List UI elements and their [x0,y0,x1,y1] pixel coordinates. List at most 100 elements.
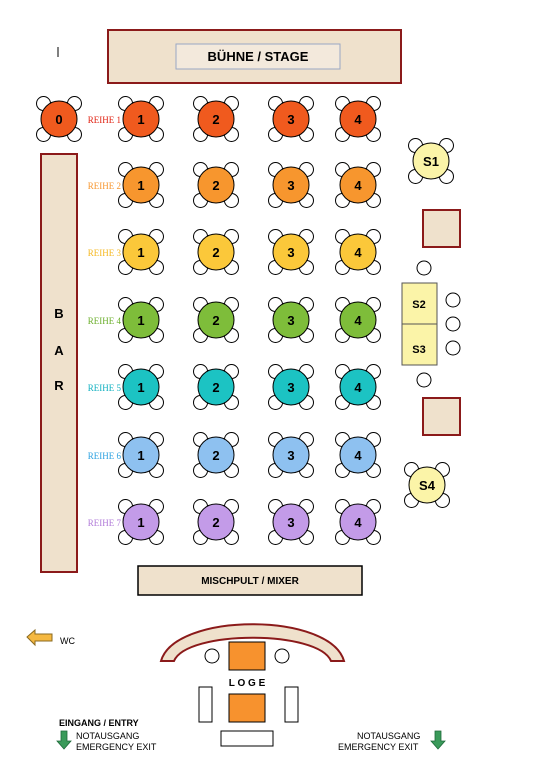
table-number: 3 [287,112,294,127]
table-row2-4: 4 [335,162,381,208]
table-number: 2 [212,313,219,328]
table-number: 3 [287,380,294,395]
mixer-label: MISCHPULT / MIXER [201,576,299,587]
table-row6-3: 3 [268,432,314,478]
table-number: 0 [55,112,62,127]
table-row3-4: 4 [335,229,381,275]
row-label-5: REIHE 5 [88,383,122,393]
table-top [272,166,310,204]
chair [445,316,461,332]
exit-label-line1: NOTAUSGANG [357,731,420,741]
table-row2-1: 1 [118,162,164,208]
side-box-upper [422,209,461,248]
chair [445,292,461,308]
emergency-exit-sign: NOTAUSGANG EMERGENCY EXIT [338,730,446,752]
table-row6-2: 2 [193,432,239,478]
exit-label-line2: EMERGENCY EXIT [338,742,419,752]
side-table-label-s3: S3 [412,344,425,356]
side-table-s4: S4 [404,462,450,508]
table-row5-1: 1 [118,364,164,410]
table-row4-2: 2 [193,297,239,343]
row-label-1: REIHE 1 [88,115,121,125]
table-row7-2: 2 [193,499,239,545]
table-row4-1: 1 [118,297,164,343]
loge-box-lower [228,693,266,723]
loge-label: L O G E [229,678,266,689]
table-number: 1 [137,380,144,395]
side-table-s2-s3: S2 S3 [401,260,461,388]
table-number: 1 [137,245,144,260]
table-top [339,100,377,138]
bar: B A R [40,153,78,573]
table-row2-2: 2 [193,162,239,208]
entry-label: EINGANG / ENTRY [59,718,139,728]
table-top [272,503,310,541]
stage: BÜHNE / STAGE [107,29,402,84]
entry-sign: EINGANG / ENTRY NOTAUSGANG EMERGENCY EXI… [56,718,157,752]
table-number: 3 [287,245,294,260]
table-top [197,436,235,474]
table-number: S1 [423,154,439,169]
table-top [122,301,160,339]
row-label-6: REIHE 6 [88,451,122,461]
table-top [122,233,160,271]
table-number: 2 [212,380,219,395]
table-number: 4 [354,112,362,127]
table-top [122,436,160,474]
bar-letter-r: R [54,378,64,393]
table-number: 4 [354,515,362,530]
table-row4-4: 4 [335,297,381,343]
stage-label: BÜHNE / STAGE [208,49,309,64]
table-number: 3 [287,313,294,328]
table-row5-4: 4 [335,364,381,410]
loge-bench-bottom [220,730,274,747]
table-number: 2 [212,245,219,260]
table-number: 1 [137,448,144,463]
table-number: 2 [212,112,219,127]
table-top [197,301,235,339]
table-row7-1: 1 [118,499,164,545]
table-number: 3 [287,448,294,463]
loge-box-upper [228,641,266,671]
table-row1-1: 1 [118,96,164,142]
table-top [339,301,377,339]
row-label-4: REIHE 4 [88,316,122,326]
arrow-left-icon [26,628,53,647]
table-top [272,301,310,339]
table-row7-4: 4 [335,499,381,545]
table-row3-1: 1 [118,229,164,275]
mixer-desk: MISCHPULT / MIXER [137,565,363,596]
table-top [412,142,450,180]
table-top [339,436,377,474]
arrow-down-icon [430,730,446,750]
table-top [339,503,377,541]
table-number: 1 [137,178,144,193]
table-number: 2 [212,515,219,530]
table-row3-2: 2 [193,229,239,275]
table-number: 1 [137,112,144,127]
table-number: 4 [354,245,362,260]
table-top [272,368,310,406]
bar-letter-b: B [54,306,63,321]
row-label-3: REIHE 3 [88,248,122,258]
table-top [272,436,310,474]
wc-sign: WC [26,628,75,647]
table-top [122,166,160,204]
chair [416,260,432,276]
table-row2-3: 3 [268,162,314,208]
side-table-label-s2: S2 [412,299,425,311]
table-row5-2: 2 [193,364,239,410]
table-top [122,100,160,138]
table-top [122,503,160,541]
entry-emergency-line2: EMERGENCY EXIT [76,742,157,752]
table-number: 2 [212,448,219,463]
loge: L O G E [159,623,346,747]
row-label-2: REIHE 2 [88,181,121,191]
chair [274,648,290,664]
bar-letter-a: A [54,343,64,358]
table-row4-3: 3 [268,297,314,343]
chair [416,372,432,388]
table-number: 4 [354,380,362,395]
